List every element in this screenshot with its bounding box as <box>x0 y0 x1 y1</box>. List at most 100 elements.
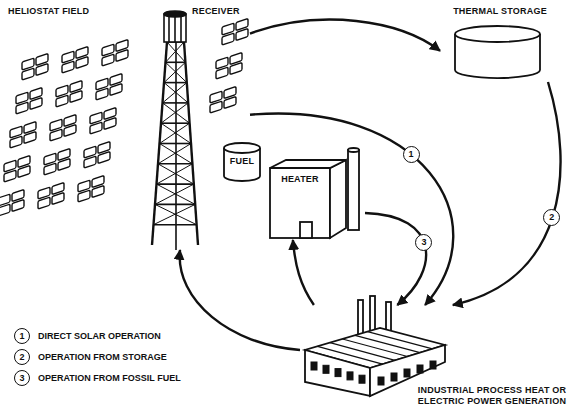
drawing-stroke <box>155 204 195 206</box>
node-label: THERMAL STORAGE <box>440 6 560 17</box>
mirror-panel <box>30 98 42 110</box>
drawing-stroke <box>305 350 370 396</box>
drawing-stroke <box>161 123 191 143</box>
drawing-stroke <box>158 144 191 164</box>
drawing-stroke <box>311 361 436 385</box>
mirror-panel <box>24 132 36 144</box>
mirror-panel <box>92 186 104 198</box>
window <box>430 361 436 369</box>
mirror-panel <box>76 57 88 69</box>
mirror-panel <box>38 197 50 209</box>
drawing-stroke <box>163 102 189 104</box>
heliostat <box>78 176 104 202</box>
window <box>347 372 353 380</box>
callout-number: 3 <box>14 370 30 386</box>
mirror-panel <box>230 63 242 75</box>
drawing-stroke <box>155 184 194 204</box>
node-label: INDUSTRIAL PROCESS HEAT OR ELECTRIC POWE… <box>408 385 576 407</box>
drawing-stroke <box>174 14 176 42</box>
heliostat <box>4 156 30 182</box>
node-label: FUEL <box>222 156 262 167</box>
mirror-panel <box>64 125 76 137</box>
drawing-stroke <box>157 183 194 185</box>
drawing-stroke <box>300 222 312 238</box>
drawing-stroke <box>270 168 330 238</box>
heliostat <box>50 115 76 141</box>
heliostat <box>96 74 122 100</box>
flow-arrow <box>453 82 561 305</box>
drawing-stroke <box>348 150 359 230</box>
mirror-panel <box>70 91 82 103</box>
flow-arrow <box>250 113 453 305</box>
window <box>378 377 384 385</box>
legend-item: 3 OPERATION FROM FOSSIL FUEL <box>14 370 214 388</box>
callout-number: 1 <box>403 146 420 163</box>
heliostat-field <box>0 19 248 216</box>
mirror-panel <box>18 166 30 178</box>
mirror-panel <box>222 33 234 45</box>
drawing-stroke <box>160 144 193 164</box>
node-label: HEATER <box>270 174 330 185</box>
heliostat <box>56 81 82 107</box>
drawing-stroke <box>168 14 170 42</box>
heliostat <box>222 19 248 45</box>
mirror-panel <box>210 101 222 113</box>
mirror-panel <box>56 95 68 107</box>
drawing-stroke <box>180 14 182 42</box>
drawing-stroke <box>157 164 193 184</box>
legend-text: OPERATION FROM FOSSIL FUEL <box>38 373 181 384</box>
flow-arrow <box>250 20 440 51</box>
node-label: HELIOSTAT FIELD <box>8 6 120 17</box>
mirror-panel <box>102 54 114 66</box>
drawing-stroke <box>157 184 196 204</box>
mirror-panel <box>50 129 62 141</box>
drawing-stroke <box>158 163 192 165</box>
window <box>391 373 397 381</box>
mirror-panel <box>12 200 24 212</box>
legend-text: OPERATION FROM STORAGE <box>38 352 167 363</box>
mirror-panel <box>52 193 64 205</box>
drawing-stroke <box>163 83 187 103</box>
drawing-stroke <box>368 332 433 349</box>
drawing-stroke <box>154 204 196 224</box>
heliostat <box>84 142 110 168</box>
process-plant: INDUSTRIAL PROCESS HEAT OR ELECTRIC POWE… <box>300 305 578 412</box>
mirror-panel <box>104 118 116 130</box>
drawing-stroke <box>160 123 190 143</box>
heliostat <box>16 88 42 114</box>
callout-number: 1 <box>14 328 30 344</box>
mirror-panel <box>78 190 90 202</box>
flow-arrow <box>180 250 300 350</box>
drawing-stroke <box>330 343 395 361</box>
heliostat <box>0 190 24 216</box>
drawing-stroke <box>166 62 187 82</box>
window <box>323 365 329 373</box>
callout-number: 2 <box>14 349 30 365</box>
tower-lattice <box>152 42 198 250</box>
drawing-stroke <box>158 164 194 184</box>
storage-tank: THERMAL STORAGE <box>440 4 560 82</box>
window <box>359 375 365 383</box>
heater-unit: HEATER <box>262 150 365 240</box>
heater-building <box>270 148 359 238</box>
fuel-tank: FUEL <box>222 135 262 182</box>
window <box>311 362 317 370</box>
mirror-panel <box>36 64 48 76</box>
legend-text: DIRECT SOLAR OPERATION <box>38 331 161 342</box>
mirror-panel <box>224 97 236 109</box>
drawing-stroke <box>330 160 346 238</box>
mirror-panel <box>58 159 70 171</box>
heliostat <box>216 53 242 79</box>
mirror-panel <box>44 163 56 175</box>
mirror-panel <box>116 50 128 62</box>
drawing-stroke <box>161 122 190 124</box>
mirror-panel <box>110 84 122 96</box>
plant-building <box>305 296 445 396</box>
window <box>404 369 410 377</box>
drawing-stroke <box>455 26 540 42</box>
mirror-panel <box>22 68 34 80</box>
node-label: RECEIVER <box>192 6 250 17</box>
drawing-stroke <box>355 335 420 352</box>
mirror-panel <box>236 29 248 41</box>
mirror-panel <box>90 122 102 134</box>
